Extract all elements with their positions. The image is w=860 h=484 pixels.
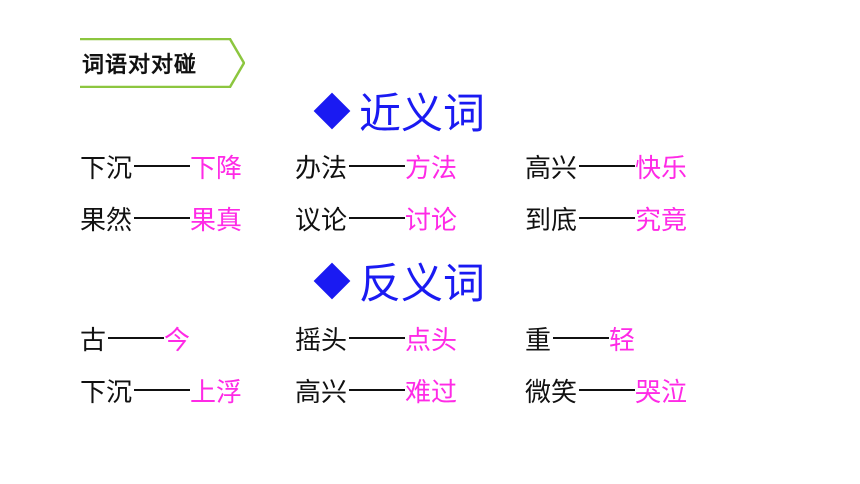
section-tag: 词语对对碰: [80, 38, 245, 88]
dash-line: [579, 165, 636, 167]
word: 议论: [295, 205, 348, 236]
word: 高兴: [295, 377, 348, 408]
antonym-row-1: 古今 摇头点头 重轻: [0, 318, 860, 358]
word: 古: [80, 325, 107, 356]
word: 下沉: [80, 153, 133, 184]
dash-line: [579, 217, 636, 219]
word-pair: 摇头 点头: [295, 318, 457, 358]
word-pair: 到底 究竟: [525, 198, 687, 238]
dash-line: [553, 337, 610, 339]
answer: 今: [164, 325, 191, 356]
diamond-bullet-icon: [313, 262, 351, 299]
antonyms-title: 反义词: [359, 259, 486, 308]
word: 到底: [525, 205, 578, 236]
word-pair: 办法 方法: [295, 146, 457, 186]
word: 办法: [295, 153, 348, 184]
answer: 上浮: [190, 377, 243, 408]
dash-line: [108, 337, 165, 339]
tag-arrow-frame: [80, 38, 245, 88]
word-pair: 议论 讨论: [295, 198, 457, 238]
answer: 下降: [190, 153, 243, 184]
dash-line: [579, 389, 636, 391]
answer: 方法: [405, 153, 458, 184]
synonyms-title: 近义词: [359, 89, 486, 138]
word: 下沉: [80, 377, 133, 408]
answer: 轻: [609, 325, 636, 356]
answer: 究竟: [635, 205, 688, 236]
dash-line: [134, 389, 191, 391]
synonym-row-1: 下沉 下降 办法 方法 高兴 快乐: [0, 146, 860, 186]
diamond-bullet-icon: [313, 92, 351, 129]
answer: 果真: [190, 205, 243, 236]
word: 微笑: [525, 377, 578, 408]
tag-label: 词语对对碰: [82, 53, 198, 78]
word-pair: 重轻: [525, 318, 635, 358]
word-pair: 古今: [80, 318, 190, 358]
word: 果然: [80, 205, 133, 236]
dash-line: [349, 217, 406, 219]
dash-line: [134, 165, 191, 167]
word-pair: 高兴 快乐: [525, 146, 687, 186]
synonyms-heading: 近义词: [313, 80, 486, 141]
dash-line: [349, 165, 406, 167]
answer: 点头: [405, 325, 458, 356]
word-pair: 下沉 上浮: [80, 370, 242, 410]
dash-line: [349, 389, 406, 391]
word: 高兴: [525, 153, 578, 184]
answer: 快乐: [635, 153, 688, 184]
dash-line: [349, 337, 406, 339]
antonyms-heading: 反义词: [313, 250, 486, 311]
word-pair: 微笑 哭泣: [525, 370, 687, 410]
answer: 难过: [405, 377, 458, 408]
dash-line: [134, 217, 191, 219]
word-pair: 下沉 下降: [80, 146, 242, 186]
synonym-row-2: 果然 果真 议论 讨论 到底 究竟: [0, 198, 860, 238]
word: 重: [525, 325, 552, 356]
answer: 讨论: [405, 205, 458, 236]
word-pair: 果然 果真: [80, 198, 242, 238]
word: 摇头: [295, 325, 348, 356]
word-pair: 高兴 难过: [295, 370, 457, 410]
answer: 哭泣: [635, 377, 688, 408]
antonym-row-2: 下沉 上浮 高兴 难过 微笑 哭泣: [0, 370, 860, 410]
